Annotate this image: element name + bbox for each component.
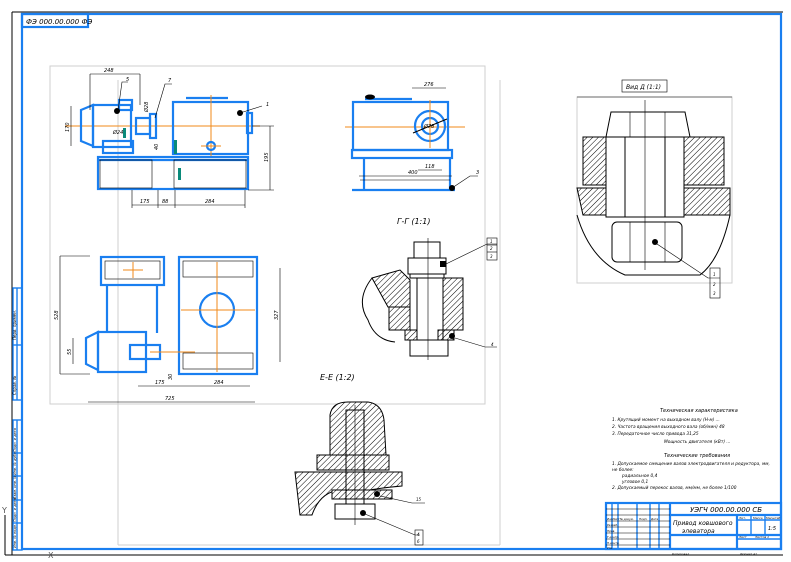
drawing-text: 4 [491,342,494,347]
stamp-box: ФЭ 000.00.000 ФЭ [20,12,92,29]
drawing-text: 4 [417,532,420,537]
drawing-text: 2 [490,246,493,251]
detail-view[interactable]: Вид Д (1:1) 1 2 3 [576,79,732,299]
drawing-text: 248 [104,68,114,74]
drawing-text: Мощность двигателя (кВт) ... [664,439,730,445]
drawing-text: Масса [753,516,763,520]
technical-notes: Техническая характеристика 1. Крутящий м… [612,408,770,491]
drawing-text: 284 [214,380,224,386]
drawing-text: Копировал [672,552,689,556]
drawing-text: Ø28 [143,102,150,113]
drawing-text: 88 [162,199,168,205]
drawing-text: Технические требования [664,453,730,459]
drawing-text: 175 [155,380,165,386]
drawing-text: не более: [612,467,634,473]
drawing-text: Т.контр. [607,535,619,539]
drawing-text: ФЭ 000.00.000 ФЭ [26,18,92,26]
drawing-text: Ø78 [423,123,434,130]
drawing-text: 55 [67,349,73,355]
drawing-text: Техническая характеристика [660,408,738,414]
drawing-text: 1:5 [768,526,776,532]
drawing-text: Взам. инв. № [13,475,17,499]
drawing-text: Привод ковшового [673,520,733,527]
drawing-text: 528 [54,310,60,320]
drawing-text: Н.контр. [607,541,620,545]
drawing-text: 1. Допускаемое смещение валов электродви… [612,461,770,467]
section-ee[interactable]: Е-Е (1:2) 15 4 6 [294,373,425,546]
drawing-text: 118 [425,164,435,170]
plan-view[interactable]: 528 327 55 175 284 30 725 [54,255,281,403]
title-block[interactable]: Изм. Лист № докум. Подп. Дата Разраб. Пр… [604,501,783,556]
drawing-text: Разраб. [607,523,618,527]
drawing-text: Справ. № [12,376,17,395]
drawing-text: 1 [266,102,269,108]
drawing-text: Пров. [607,529,615,533]
drawing-text: Подп. [639,517,648,521]
drawing-text: 195 [264,152,270,162]
drawing-text: Дата [650,517,659,521]
drawing-text: 3 [490,254,493,259]
drawing-text: Инв. № подл. [13,524,17,548]
drawing-text: Перв. примен. [12,310,17,340]
drawing-text: 1. Крутящий момент на выходном валу (Н·м… [612,417,720,423]
drawing-text: Е-Е (1:2) [320,373,355,382]
drawing-text: элеватора [682,528,715,535]
drawing-text: Утв. [607,546,613,550]
drawing-text: 1 [490,239,493,244]
drawing-text: Изм. [607,517,614,521]
drawing-text: 3 [476,170,479,176]
side-strip: Перв. примен. Справ. № Подп. и дата Инв.… [12,287,23,551]
drawing-text: 3. Передаточное число привода 31,25 [612,431,699,437]
drawing-text: № докум. [619,517,634,521]
section-gg[interactable]: Г-Г (1:1) 1 2 3 4 [361,217,498,360]
drawing-text: Листов 1 [754,535,769,539]
front-view[interactable]: 248 170 Ø24 Ø28 195 40 175 88 284 5 7 1 [65,68,274,208]
side-view[interactable]: 276 Ø78 118 400 3 [345,82,479,192]
drawing-text: Подп. и дата [13,428,17,452]
drawing-text: 170 [65,122,71,132]
drawing-text: радиальное 0,4 [621,473,658,479]
drawing-text: 2 [713,282,716,287]
drawing-text: 1 [713,272,716,277]
drawing-text: Формат A1 [740,552,757,556]
drawing-text: угловое 0,1 [621,479,648,485]
drawing-text: Лист [612,517,620,521]
drawing-text: 30 [168,374,174,380]
ucs-axes-icon: X Y [1,506,54,560]
drawing-text: 2. Допускаемый перекос валов, мм/мм, не … [612,485,737,491]
drawing-text: 400 [408,170,418,176]
drawing-text: Лит. [738,516,746,520]
drawing-text: X [48,551,54,560]
drawing-text: 284 [205,199,215,205]
drawing-text: УЭГЧ 000.00.000 СБ [690,506,762,514]
sheet-frame [11,11,783,556]
drawing-text: Г-Г (1:1) [397,217,430,226]
drawing-text: Ø24 [112,129,123,136]
drawing-text: 327 [274,310,280,320]
drawing-text: Вид Д (1:1) [626,84,661,91]
drawing-text: Масштаб [766,516,780,520]
drawing-text: Инв. № дубл. [13,451,17,475]
drawing-text: 175 [140,199,150,205]
drawing-text: 2. Частота вращения выходного вала (об/м… [612,424,725,430]
drawing-text: 5 [126,77,129,83]
drawing-text: 7 [168,78,172,84]
drawing-text: 3 [713,291,716,296]
drawing-text: 6 [417,539,420,544]
drawing-text: Подп. и дата [13,498,17,522]
drawing-text: 15 [416,497,422,502]
drawing-text: 40 [154,144,160,150]
drawing-text: 276 [424,82,434,88]
drawing-text: 725 [165,396,175,402]
drawing-text: Y [1,506,7,515]
drawing-text: Лист [738,535,747,539]
